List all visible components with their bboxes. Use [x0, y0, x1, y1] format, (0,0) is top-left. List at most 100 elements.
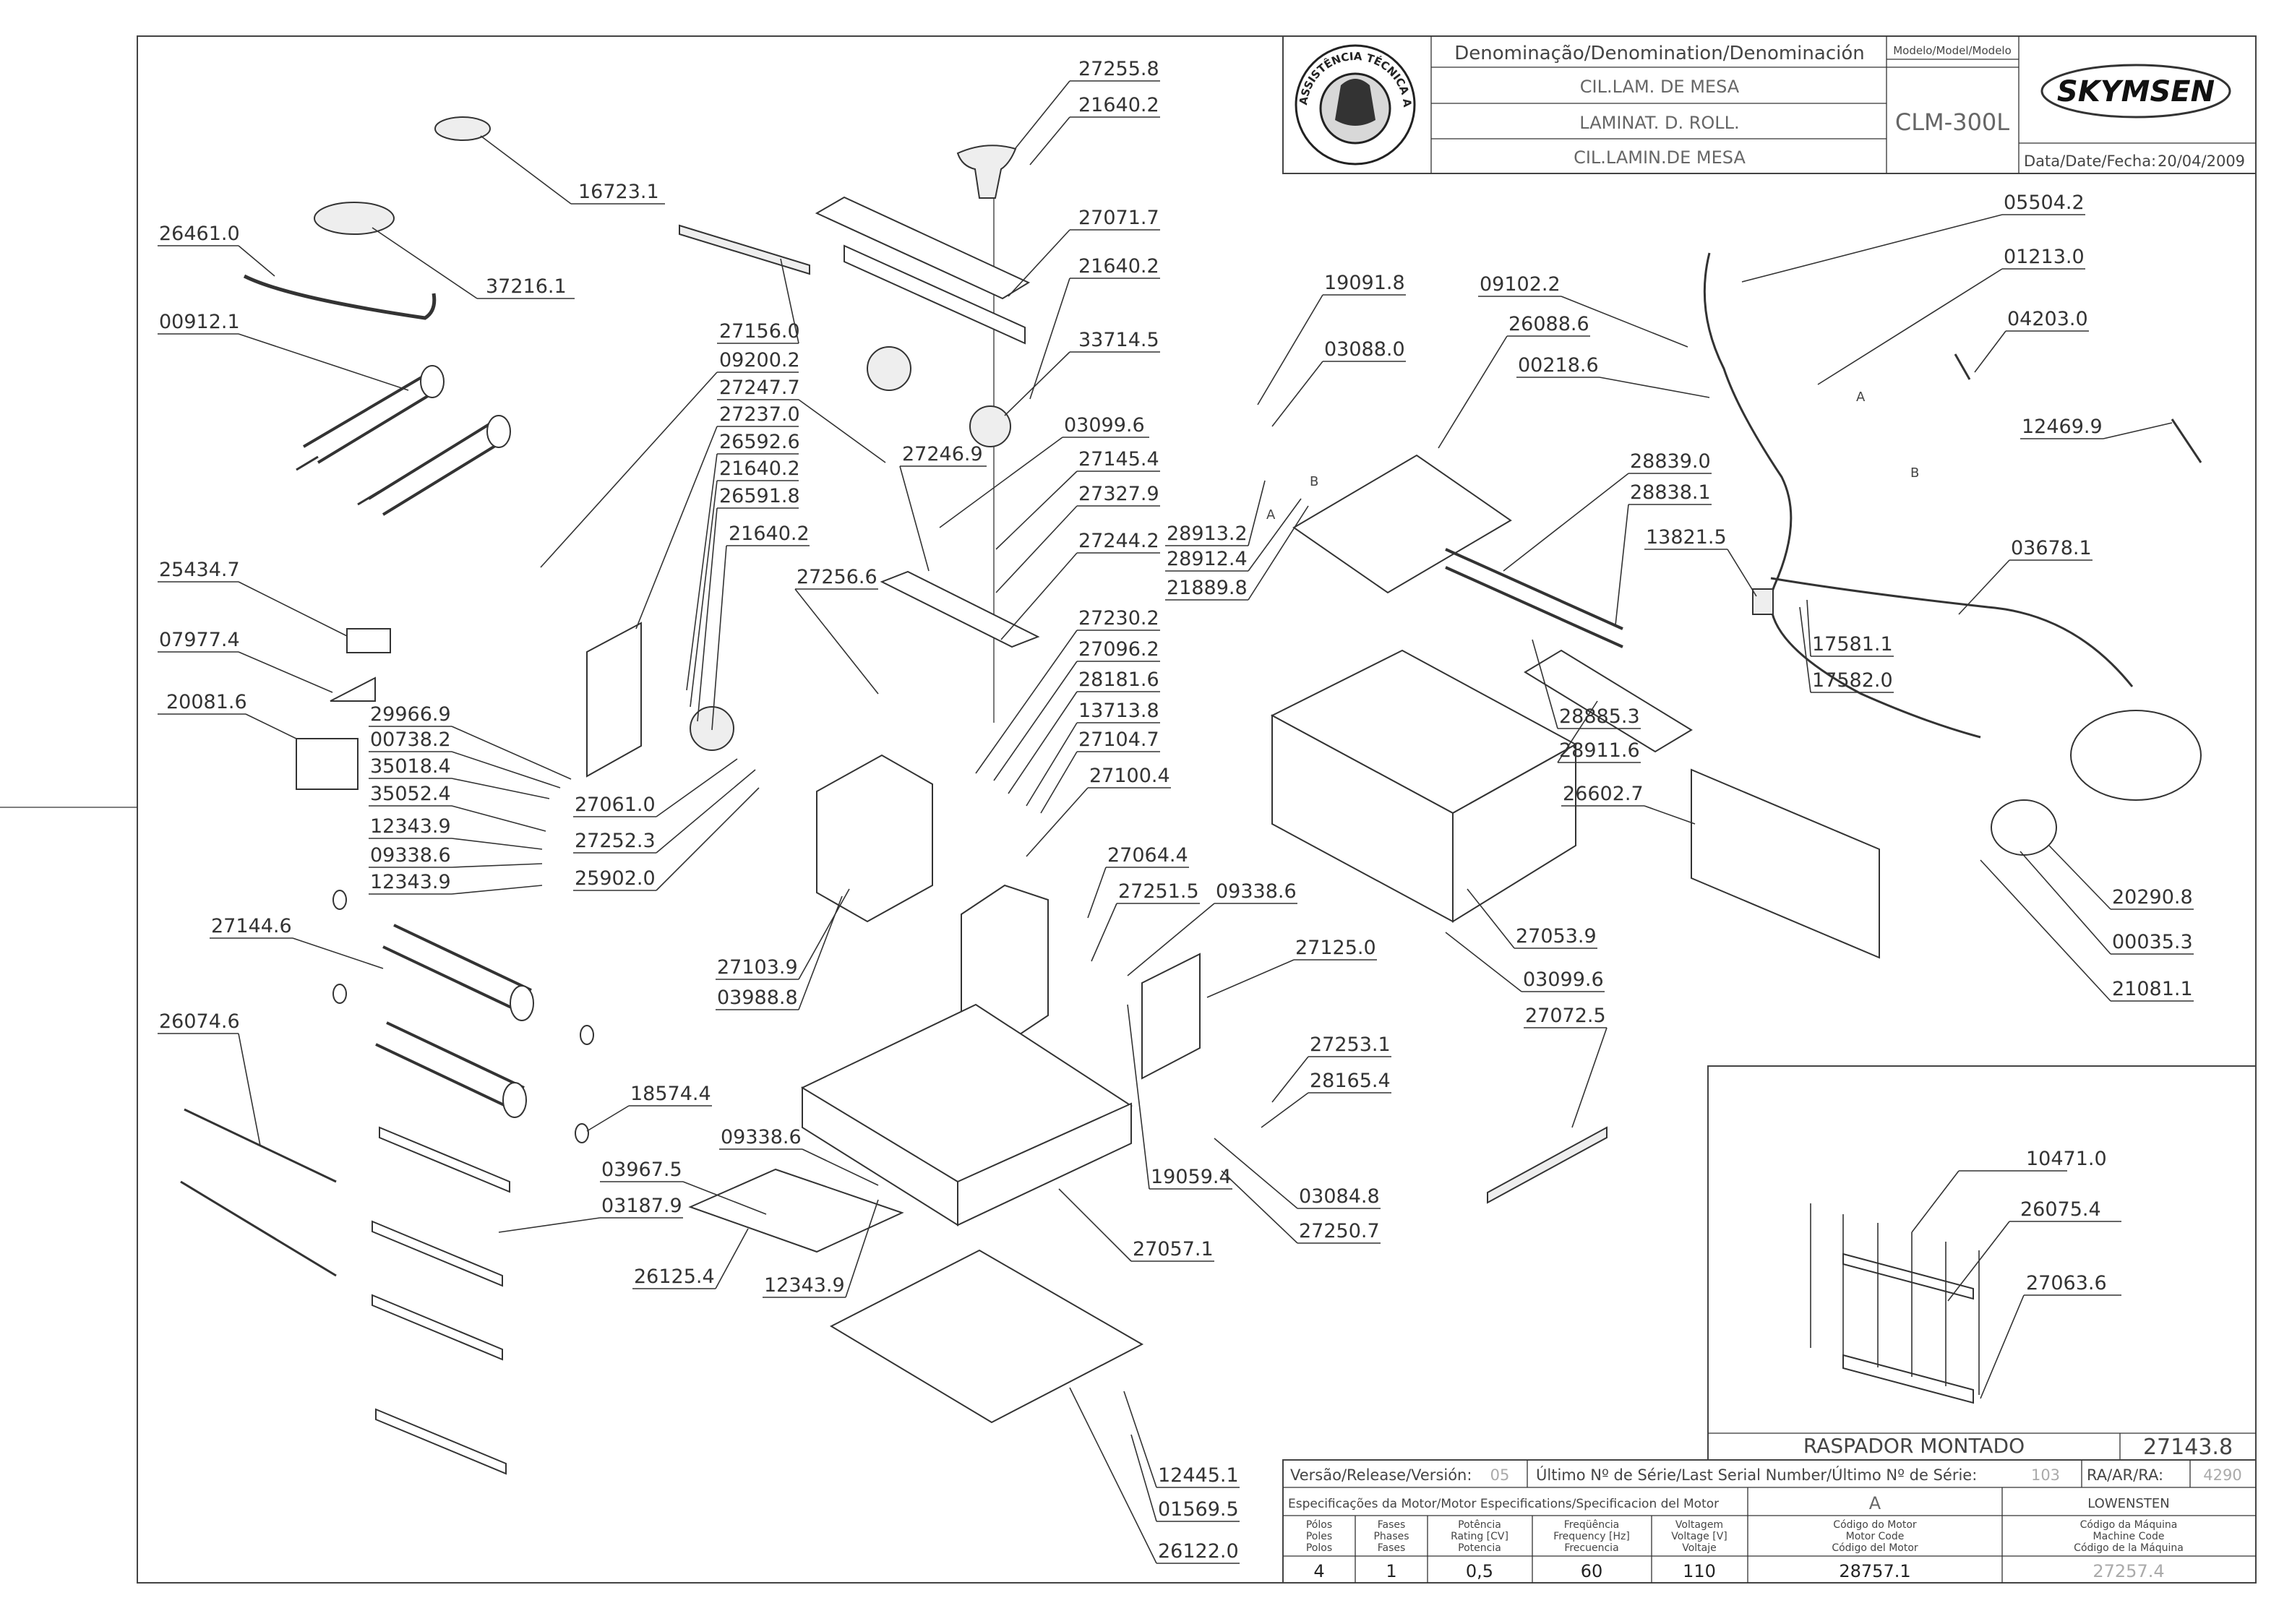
perforated-guard: [1524, 649, 1693, 753]
shaft-tube: [1445, 548, 1623, 630]
label-01569-5: 01569.5: [1158, 1498, 1239, 1521]
label-19059-4: 19059.4: [1151, 1166, 1232, 1188]
switch-block: [1752, 588, 1774, 615]
label-28913-2: 28913.2: [1167, 523, 1248, 545]
label-17582-0: 17582.0: [1812, 669, 1893, 692]
label-27100-4: 27100.4: [1089, 765, 1170, 787]
denomination-en: LAMINAT. D. ROLL.: [1579, 113, 1739, 133]
label-09338-6-a: 09338.6: [370, 844, 451, 867]
label-sticker-small: [346, 628, 391, 653]
hdr-phases-pt: Fases: [1378, 1519, 1406, 1531]
brand-name: SKYMSEN: [2057, 75, 2215, 108]
val-poles: 4: [1313, 1561, 1324, 1581]
label-27247-7: 27247.7: [719, 377, 800, 399]
label-26088-6: 26088.6: [1508, 313, 1589, 335]
scraper-bar-upper: [379, 1126, 510, 1193]
hdr-voltage-pt: Voltagem: [1675, 1519, 1723, 1531]
motor-cable: [1770, 577, 2134, 687]
denomination-header: Denominação/Denomination/Denominación: [1454, 43, 1864, 64]
scraper-rod-lower: [180, 1180, 337, 1277]
label-13713-8: 13713.8: [1078, 700, 1159, 722]
crumb-tray: [688, 1168, 904, 1253]
ra-label: RA/AR/RA:: [2087, 1466, 2163, 1484]
electric-motor: [2070, 710, 2202, 801]
label-27251-5: 27251.5: [1118, 880, 1199, 903]
title-block-frame: [1282, 35, 2257, 174]
top-cover: [815, 196, 1031, 300]
callout-labels: 16723.1 26461.0 37216.1 00912.1 27255.8 …: [158, 58, 2194, 1564]
label-26122-0: 26122.0: [1158, 1540, 1239, 1563]
wire-marker-a: A: [1856, 390, 1866, 405]
label-09102-2: 09102.2: [1480, 273, 1561, 296]
label-28911-6: 28911.6: [1559, 739, 1640, 762]
brand-plate-large: [314, 202, 395, 235]
label-03099-6-a: 03099.6: [1064, 414, 1145, 437]
label-21640-2-a: 21640.2: [1078, 94, 1159, 116]
sprocket-right: [969, 405, 1011, 447]
hdr-frequency-en: Frequency [Hz]: [1553, 1531, 1630, 1542]
hdr-machine-code-es: Código de la Máquina: [2074, 1542, 2184, 1554]
inset-title: RASPADOR MONTADO: [1803, 1434, 2025, 1458]
label-27125-0: 27125.0: [1295, 937, 1376, 959]
val-machine-code: 27257.4: [2093, 1561, 2164, 1581]
label-sticker-warning: [330, 676, 376, 702]
label-12469-9: 12469.9: [2022, 416, 2103, 438]
label-27256-6: 27256.6: [797, 566, 877, 588]
serial-label: Último Nº de Série/Last Serial Number/Úl…: [1536, 1466, 1977, 1484]
label-03084-8: 03084.8: [1299, 1185, 1380, 1208]
label-28839-0: 28839.0: [1630, 450, 1711, 473]
spec-table-frame: [1282, 1459, 2257, 1584]
label-27144-6: 27144.6: [211, 915, 292, 937]
label-27072-5: 27072.5: [1525, 1005, 1606, 1027]
label-18574-4: 18574.4: [630, 1083, 711, 1105]
label-25434-7: 25434.7: [159, 559, 240, 581]
label-sticker-large: [296, 738, 359, 790]
label-26074-6: 26074.6: [159, 1010, 240, 1033]
label-21640-2-b: 21640.2: [1078, 255, 1159, 278]
label-33714-5: 33714.5: [1078, 329, 1159, 351]
chain-top: [679, 224, 810, 275]
label-20081-6: 20081.6: [166, 691, 247, 713]
main-rollers: [332, 890, 594, 1143]
label-27252-3: 27252.3: [575, 830, 656, 852]
label-09200-2: 09200.2: [719, 349, 800, 371]
label-27061-0: 27061.0: [575, 794, 656, 816]
motor-letter: A: [1869, 1493, 1881, 1513]
label-10471-0: 10471.0: [2026, 1148, 2107, 1170]
model-name: CLM-300L: [1895, 108, 2009, 136]
side-plate-left: [586, 622, 642, 778]
label-00738-2: 00738.2: [370, 729, 451, 751]
label-26592-6: 26592.6: [719, 431, 800, 453]
cable-small-a: [1954, 353, 1971, 380]
label-26125-4: 26125.4: [634, 1266, 715, 1288]
adjustment-knob: [956, 145, 1017, 199]
motor-spec-label: Especificações da Motor/Motor Especifica…: [1288, 1497, 1719, 1511]
label-27063-6: 27063.6: [2026, 1272, 2107, 1294]
label-27064-4: 27064.4: [1107, 844, 1188, 867]
label-35052-4: 35052.4: [370, 783, 451, 805]
inset-frame: [1707, 1065, 2257, 1461]
hdr-rating-en: Rating [CV]: [1451, 1531, 1508, 1542]
version-label: Versão/Release/Versión:: [1290, 1466, 1472, 1484]
label-20290-8: 20290.8: [2112, 886, 2193, 908]
label-37216-1: 37216.1: [486, 275, 567, 298]
power-cable: [1703, 252, 1981, 739]
val-voltage: 110: [1683, 1561, 1716, 1581]
label-28165-4: 28165.4: [1310, 1070, 1391, 1092]
part-graphics: A B A B: [180, 116, 2202, 1475]
motor-brand: LOWENSTEN: [2087, 1496, 2169, 1511]
scraper-assembly: [1810, 1203, 1980, 1404]
val-frequency: 60: [1581, 1561, 1603, 1581]
cable-small-b: [2171, 418, 2202, 463]
label-16723-1: 16723.1: [578, 181, 659, 203]
label-27096-2: 27096.2: [1078, 638, 1159, 661]
hdr-phases-es: Fases: [1378, 1542, 1406, 1554]
inset-code: 27143.8: [2143, 1435, 2233, 1460]
val-motor-code: 28757.1: [1839, 1561, 1910, 1581]
label-17581-1: 17581.1: [1812, 633, 1893, 656]
label-27104-7: 27104.7: [1078, 729, 1159, 751]
label-28912-4: 28912.4: [1167, 548, 1248, 570]
label-27230-2: 27230.2: [1078, 607, 1159, 630]
label-27253-1: 27253.1: [1310, 1034, 1391, 1056]
